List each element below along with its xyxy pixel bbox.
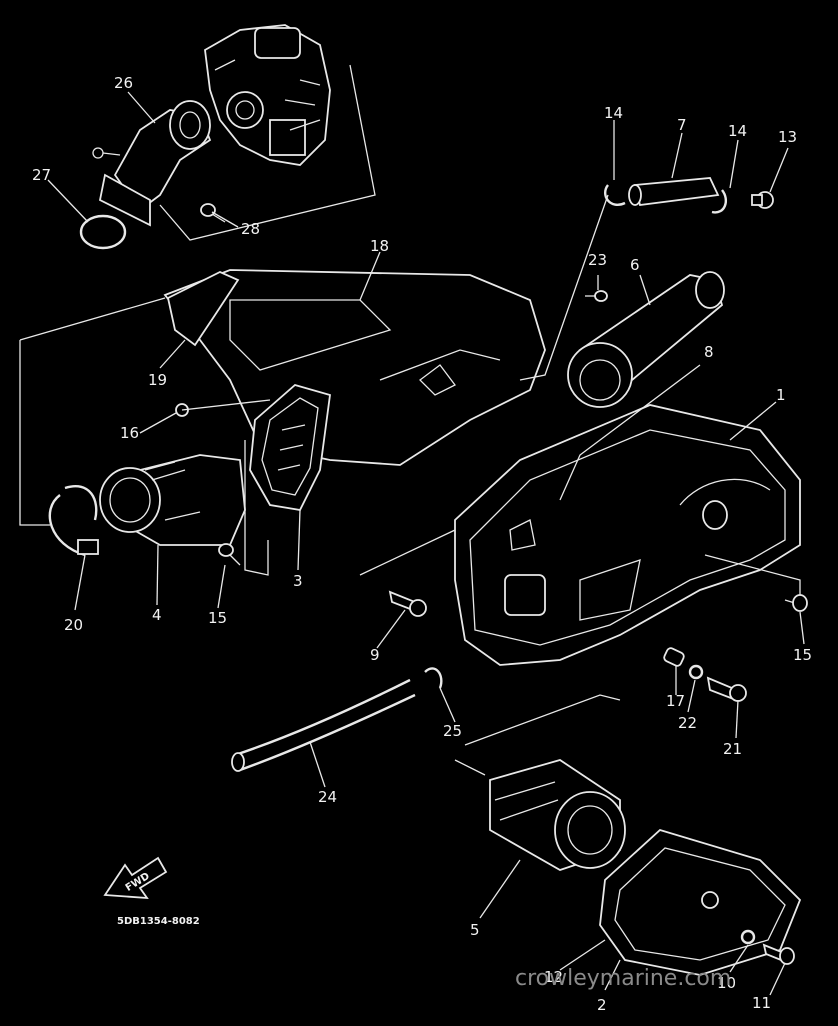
air-filter-cover (599, 828, 802, 976)
bolt-21 (706, 676, 747, 702)
washer-10 (740, 929, 756, 945)
dowel-17 (663, 647, 685, 667)
label-part-5: 5 (470, 921, 480, 939)
element-19 (166, 271, 240, 347)
label-part-8: 8 (704, 343, 714, 361)
label-part-16: 16 (120, 424, 139, 442)
label-part-6: 6 (630, 256, 640, 274)
clip-25 (424, 667, 443, 689)
label-part-22: 22 (678, 714, 697, 732)
part-labels: 1 2 3 4 5 6 7 8 9 10 11 12 13 14 14 15 1… (32, 74, 812, 1014)
label-part-12: 12 (544, 968, 563, 986)
label-part-18: 18 (370, 237, 389, 255)
label-part-17: 17 (666, 692, 685, 710)
label-part-23: 23 (588, 251, 607, 269)
leader-line-carb (159, 64, 376, 241)
label-part-10: 10 (717, 974, 736, 992)
label-part-13: 13 (778, 128, 797, 146)
label-part-2: 2 (597, 996, 607, 1014)
screw-15-left (218, 543, 241, 566)
hose-7 (628, 177, 720, 206)
clip-14-left (603, 184, 626, 206)
label-part-24: 24 (318, 788, 337, 806)
washer-22 (688, 664, 704, 680)
label-part-26: 26 (114, 74, 133, 92)
label-part-11: 11 (752, 994, 771, 1012)
screw-13 (751, 191, 774, 209)
filter-element-6 (567, 271, 725, 408)
crankcase-cover (454, 404, 801, 666)
label-part-4: 4 (152, 606, 162, 624)
label-part-25: 25 (443, 722, 462, 740)
label-part-3: 3 (293, 572, 303, 590)
hose-24 (234, 678, 416, 772)
label-part-15b: 15 (793, 646, 812, 664)
screw-11 (762, 943, 795, 965)
bolt-9 (388, 590, 427, 617)
label-part-15a: 15 (208, 609, 227, 627)
clip-14-right (711, 189, 727, 214)
label-part-28: 28 (241, 220, 260, 238)
intake-duct-4 (99, 454, 246, 546)
carburetor (204, 24, 331, 166)
o-ring (79, 214, 127, 250)
filter-element-5 (489, 759, 626, 871)
screw-28 (200, 203, 226, 223)
clamp-20 (48, 485, 99, 557)
intake-joint (92, 100, 212, 227)
label-part-14a: 14 (604, 104, 623, 122)
fwd-direction-arrow: FWD (103, 856, 168, 900)
label-part-7: 7 (677, 116, 687, 134)
watermark: crowleymarine.com (515, 966, 731, 991)
air-cleaner-case (163, 269, 546, 511)
bolt-15-right (784, 594, 808, 612)
label-part-9: 9 (370, 646, 380, 664)
label-part-20: 20 (64, 616, 83, 634)
label-part-14b: 14 (728, 122, 747, 140)
drawing-code: 5DB1354-8082 (117, 916, 200, 927)
label-part-19: 19 (148, 371, 167, 389)
label-part-1: 1 (776, 386, 786, 404)
screw-23 (585, 290, 608, 302)
label-part-21: 21 (723, 740, 742, 758)
leader-lines (47, 91, 805, 996)
label-part-27: 27 (32, 166, 51, 184)
